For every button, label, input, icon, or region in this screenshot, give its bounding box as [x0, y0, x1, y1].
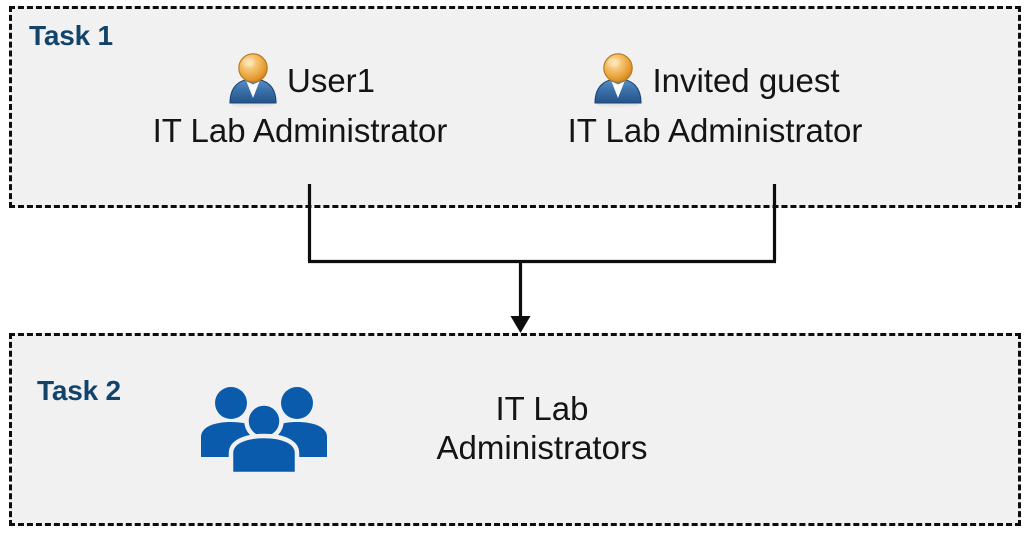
person-invited-guest-header: Invited guest: [515, 50, 915, 110]
task-1-container: [9, 6, 1021, 208]
person-invited-guest-name: Invited guest: [652, 61, 840, 99]
person-invited-guest-role: IT Lab Administrator: [567, 112, 863, 149]
task-2-container: [9, 333, 1021, 526]
group-label-line2: Administrators: [436, 429, 648, 466]
task-2-label: Task 2: [37, 375, 121, 406]
person-user1-name: User1: [286, 61, 376, 99]
user-icon: [229, 53, 277, 109]
task-1-label: Task 1: [29, 20, 113, 51]
user-icon: [594, 53, 642, 109]
arrowhead-icon: [510, 316, 531, 333]
person-user1-role: IT Lab Administrator: [152, 112, 448, 149]
group-label-line1: IT Lab: [495, 390, 589, 428]
users-group-icon: [201, 387, 327, 475]
person-invited-guest: Invited guest IT Lab Administrator: [515, 50, 915, 147]
person-user1-header: User1: [100, 50, 500, 110]
group-it-lab-administrators: IT Lab Administrators: [200, 383, 720, 475]
group-label: IT Lab Administrators: [364, 390, 720, 468]
person-user1: User1 IT Lab Administrator: [100, 50, 500, 147]
